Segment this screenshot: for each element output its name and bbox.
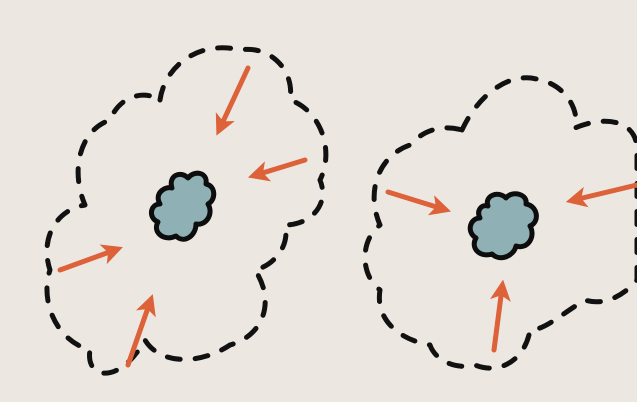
left-arrow-right xyxy=(256,160,305,175)
right-arrow-left xyxy=(388,192,443,209)
left-arrow-top xyxy=(220,68,248,128)
left-cluster xyxy=(47,48,326,373)
right-arrow-bottom xyxy=(494,288,502,350)
right-cluster xyxy=(365,78,637,368)
right-arrow-right xyxy=(574,185,637,200)
right-core-blob xyxy=(470,194,536,258)
left-arrow-bottom xyxy=(128,302,150,365)
left-core-blob xyxy=(151,173,213,239)
left-arrow-left xyxy=(60,250,115,270)
